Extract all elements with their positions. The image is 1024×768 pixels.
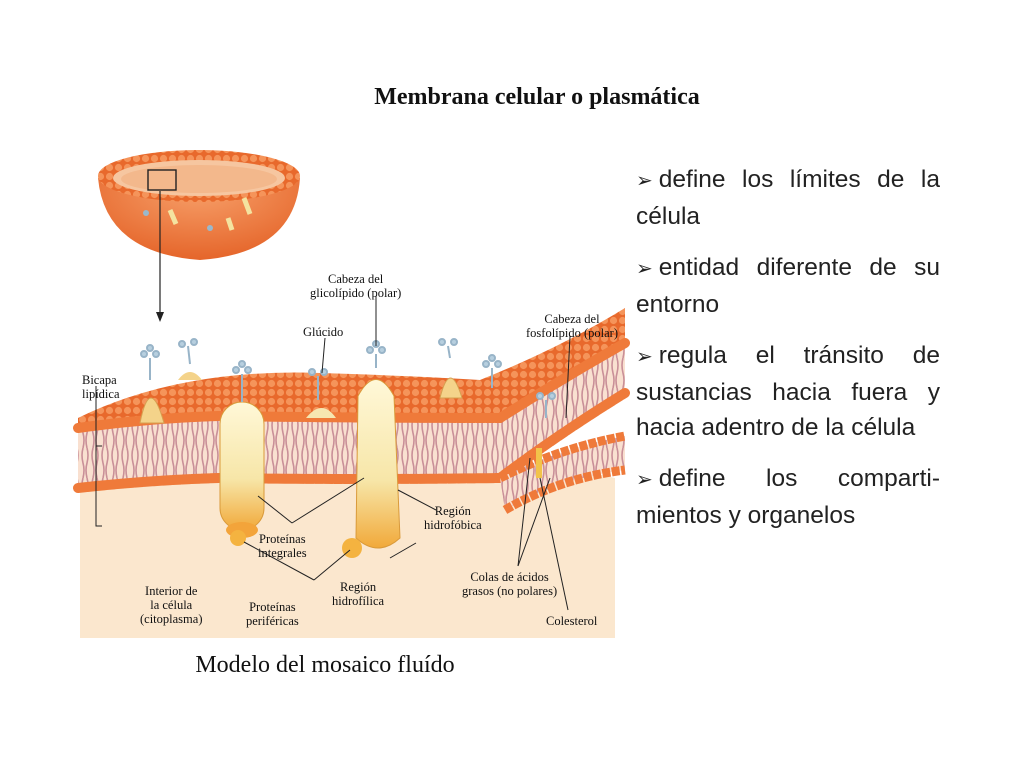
bullet-item: ➢define los límites de la célula	[636, 166, 940, 230]
cell-hemisphere	[98, 150, 300, 260]
integral-protein-1	[219, 401, 265, 538]
arrow-bullet-icon: ➢	[636, 258, 653, 280]
peripheral-protein-2	[342, 538, 362, 558]
arrow-head	[156, 312, 164, 322]
diagram-caption: Modelo del mosaico fluído	[195, 652, 455, 678]
arrow-bullet-icon: ➢	[636, 346, 653, 368]
bullet-item: ➢define los comparti-mientos y organelos	[636, 465, 940, 529]
slide-title: Membrana celular o plasmática	[374, 84, 700, 110]
label-glucido: Glúcido	[303, 325, 344, 339]
bilayer-tails	[78, 343, 625, 488]
bullet-item: ➢entidad diferente de su entorno	[636, 254, 940, 318]
glucid-chains	[140, 338, 556, 418]
bullet-item: ➢regula el tránsito de sustancias hacia …	[636, 342, 940, 441]
bullet-list: ➢define los límites de la célula ➢entida…	[636, 162, 940, 549]
membrane-illustration	[73, 150, 630, 638]
membrane-surface	[78, 308, 625, 428]
cholesterol-molecule	[536, 448, 542, 478]
label-colesterol: Colesterol	[546, 614, 598, 628]
peripheral-protein-1	[230, 530, 246, 546]
leader-lines	[243, 296, 571, 611]
arrow-bullet-icon: ➢	[636, 170, 653, 192]
integral-protein-2	[355, 379, 401, 549]
arrow-bullet-icon: ➢	[636, 469, 653, 491]
